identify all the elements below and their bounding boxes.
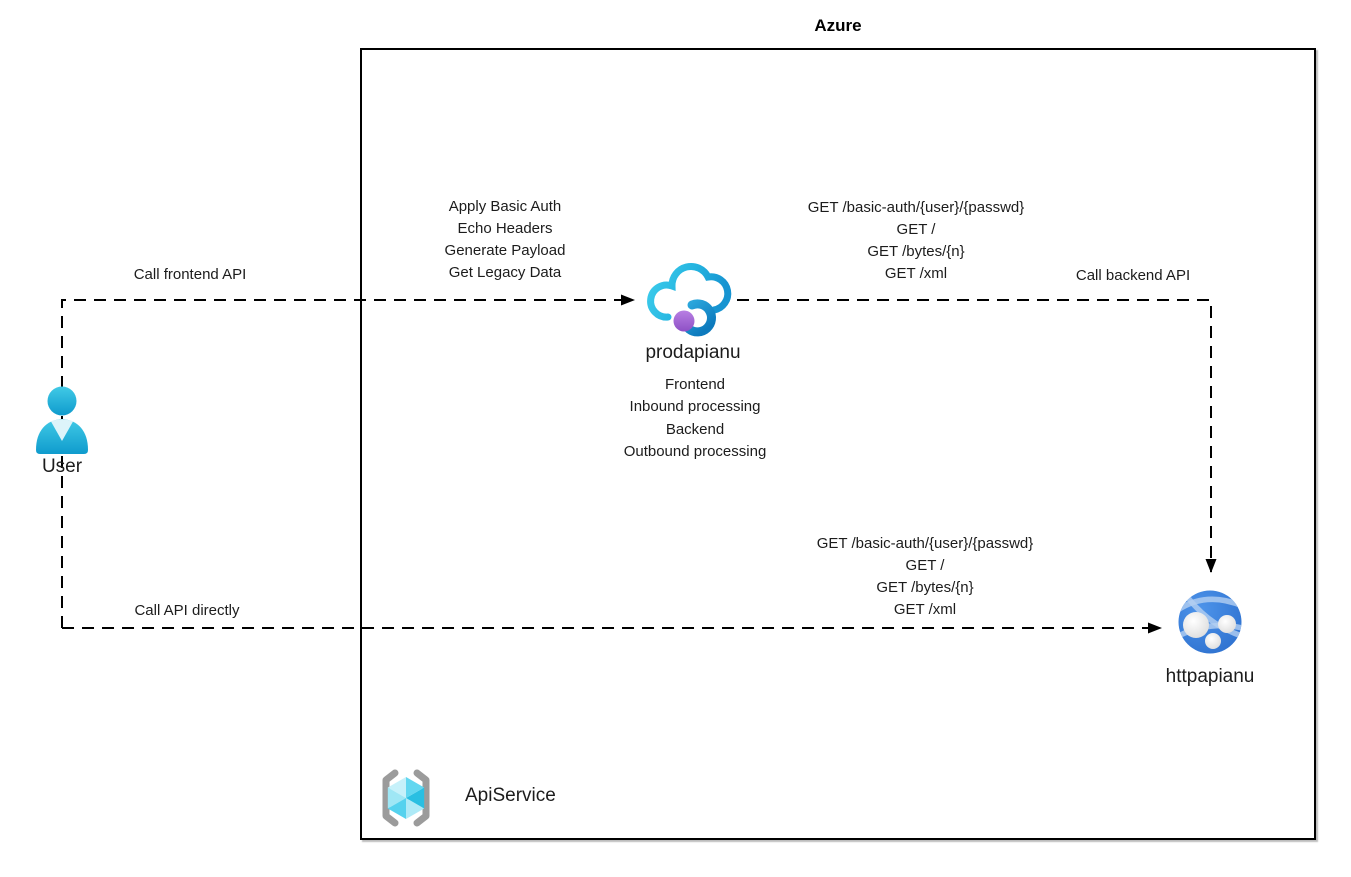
request-line: GET /	[905, 557, 945, 574]
frontend-operations-list: Apply Basic Auth Echo Headers Generate P…	[385, 196, 625, 284]
web-app-node-label: httpapianu	[1165, 666, 1255, 687]
request-line: GET /basic-auth/{user}/{passwd}	[807, 199, 1025, 216]
request-line: GET /bytes/{n}	[867, 243, 965, 260]
section-line: Backend	[665, 420, 725, 438]
edge-label-call-frontend-api: Call frontend API	[133, 266, 247, 283]
request-line: GET /bytes/{n}	[876, 579, 974, 596]
api-management-icon	[642, 253, 737, 341]
azure-boundary-title: Azure	[814, 16, 862, 35]
api-management-sections: Frontend Inbound processing Backend Outb…	[575, 374, 815, 464]
section-line: Inbound processing	[629, 398, 761, 416]
request-line: GET /xml	[893, 601, 957, 618]
web-app-icon	[1177, 589, 1243, 655]
operation-line: Get Legacy Data	[448, 264, 562, 281]
request-line: GET /	[896, 221, 936, 238]
direct-requests-list: GET /basic-auth/{user}/{passwd} GET / GE…	[775, 533, 1075, 621]
section-line: Outbound processing	[623, 443, 767, 461]
edge-label-call-api-directly: Call API directly	[134, 602, 240, 619]
edge-call-frontend-api	[61, 294, 635, 628]
section-line: Frontend	[664, 376, 726, 393]
operation-line: Generate Payload	[444, 242, 566, 259]
operation-line: Echo Headers	[457, 220, 553, 237]
operation-line: Apply Basic Auth	[448, 198, 562, 215]
azure-boundary-box	[360, 48, 1316, 840]
user-icon	[32, 384, 92, 456]
request-line: GET /basic-auth/{user}/{passwd}	[816, 535, 1034, 552]
api-management-node-label: prodapianu	[645, 342, 741, 363]
request-line: GET /xml	[884, 265, 948, 282]
backend-requests-list: GET /basic-auth/{user}/{passwd} GET / GE…	[766, 197, 1066, 285]
edge-label-call-backend-api: Call backend API	[1075, 267, 1191, 284]
api-service-icon	[374, 766, 438, 830]
user-node-label: User	[41, 456, 83, 477]
api-service-label: ApiService	[465, 785, 556, 806]
